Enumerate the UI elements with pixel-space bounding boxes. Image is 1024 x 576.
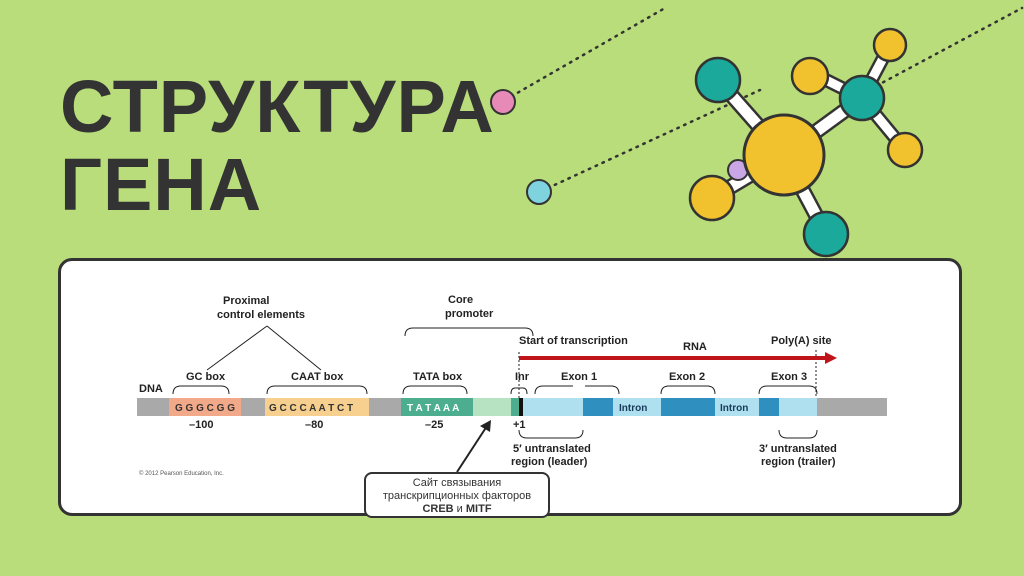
exon1-label: Exon 1 <box>561 371 597 383</box>
pink-bead <box>490 89 516 115</box>
exon2-bracket <box>660 385 716 395</box>
exon1-bracket <box>534 385 620 395</box>
exon3-coding <box>759 398 779 416</box>
utr5-bracket <box>518 429 584 439</box>
utr3-label-2: region (trailer) <box>761 456 836 468</box>
callout-line-3: CREB и MITF <box>366 503 548 516</box>
gc-box <box>169 398 241 416</box>
callout-arrow-head <box>480 420 491 432</box>
tata-bracket <box>402 385 468 395</box>
exon2-label: Exon 2 <box>669 371 705 383</box>
start-label: Start of transcription <box>519 335 628 347</box>
tata-sequence: T A T A A A <box>407 403 459 414</box>
teal-atom-left <box>694 56 742 104</box>
polya-label: Poly(A) site <box>771 335 832 347</box>
callout-and: и <box>453 503 466 515</box>
creb-mitf-site <box>473 398 511 416</box>
yellow-atom-left <box>688 174 736 222</box>
cyan-bead <box>526 179 552 205</box>
core-label-2: promoter <box>445 308 494 320</box>
exon2-box <box>661 398 715 416</box>
yellow-atom-topright <box>872 27 908 63</box>
caat-bracket <box>266 385 368 395</box>
callout-arrow-line <box>456 425 488 473</box>
proximal-line-left <box>206 325 268 371</box>
exon3-bracket <box>758 385 818 395</box>
proximal-label-1: Proximal <box>223 295 269 307</box>
utr3-bracket <box>778 429 818 439</box>
core-bracket <box>404 327 534 337</box>
teal-atom-right <box>838 74 886 122</box>
copyright-text: © 2012 Pearson Education, Inc. <box>139 470 224 477</box>
gc-position: –100 <box>189 419 213 431</box>
proximal-label-2: control elements <box>217 309 305 321</box>
tata-position: –25 <box>425 419 443 431</box>
caat-position: –80 <box>305 419 323 431</box>
intron1-label: Intron <box>619 403 647 414</box>
rna-label: RNA <box>683 341 707 353</box>
intron1-box <box>613 398 661 416</box>
start-position: +1 <box>513 419 526 431</box>
gc-box-label: GC box <box>186 371 226 383</box>
dotted-line-middle <box>546 88 762 190</box>
inr-box <box>511 398 519 416</box>
rna-arrow-head <box>825 352 837 364</box>
gene-structure-diagram: Proximal control elements Core promoter … <box>137 292 887 482</box>
binding-site-callout: Сайт связывания транскрипционных факторо… <box>364 472 550 518</box>
teal-atom-bottom <box>802 210 850 258</box>
proximal-line-right <box>266 325 322 371</box>
caat-box-label: CAAT box <box>291 371 344 383</box>
title-line-1: СТРУКТУРА <box>60 65 495 148</box>
callout-creb: CREB <box>422 503 454 515</box>
yellow-atom-top <box>790 56 830 96</box>
exon3-utr <box>779 398 817 416</box>
exon1-box <box>523 398 583 416</box>
exon3-label: Exon 3 <box>771 371 807 383</box>
intron2-box <box>715 398 759 416</box>
dotted-line-upper <box>503 6 667 102</box>
inr-label: Inr <box>515 371 530 383</box>
exon1-coding <box>583 398 613 416</box>
gc-sequence: G G G C G G <box>175 403 235 414</box>
caat-sequence: G C C C A A T C T <box>269 403 353 414</box>
slide-title: СТРУКТУРА ГЕНА <box>60 68 495 224</box>
intron2-label: Intron <box>720 403 748 414</box>
utr5-label-2: region (leader) <box>511 456 588 468</box>
caat-box <box>265 398 369 416</box>
callout-line-1: Сайт связывания <box>412 477 502 489</box>
title-line-2: ГЕНА <box>60 143 263 226</box>
inr-bracket <box>510 387 528 395</box>
yellow-atom-right <box>886 131 924 169</box>
yellow-atom-center <box>742 113 826 197</box>
gene-diagram-svg: Proximal control elements Core promoter … <box>137 294 887 477</box>
utr3-label-1: 3′ untranslated <box>759 443 837 455</box>
tata-box <box>401 398 473 416</box>
callout-line-2: транскрипционных факторов <box>382 490 532 502</box>
gc-bracket <box>172 385 230 395</box>
tata-box-label: TATA box <box>413 371 463 383</box>
dna-label: DNA <box>139 383 163 395</box>
start-marker <box>519 398 523 416</box>
callout-mitf: MITF <box>465 503 492 515</box>
utr5-label-1: 5′ untranslated <box>513 443 591 455</box>
core-label-1: Core <box>448 294 473 306</box>
